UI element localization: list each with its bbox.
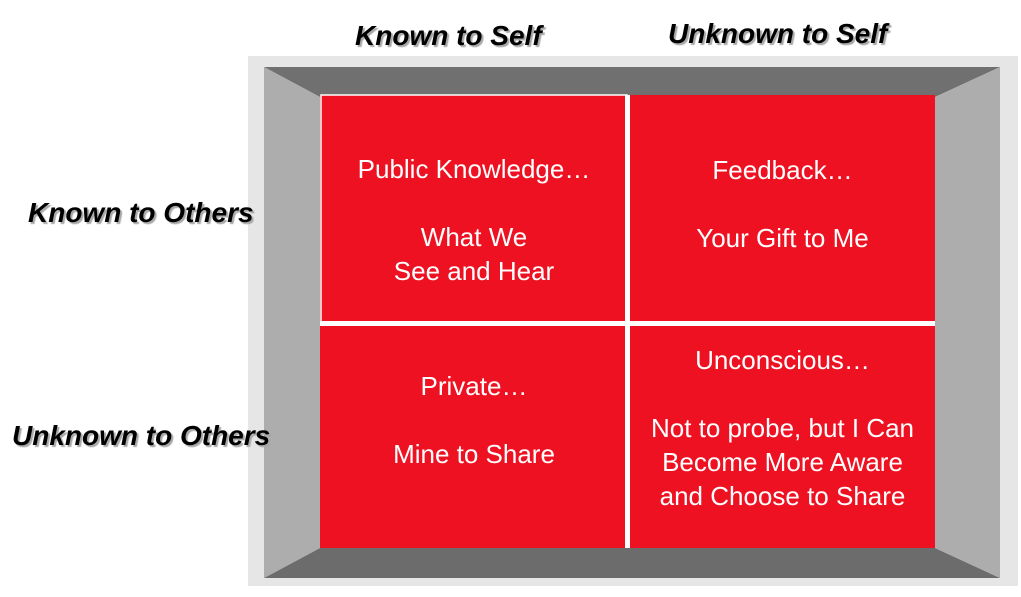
bevel-top [264,67,1000,97]
public-line-2: See and Hear [393,256,555,286]
row-header-known-to-others: Known to Others [28,197,254,228]
unconscious-line-3: and Choose to Share [659,481,906,511]
public-line-1: What We [420,222,528,252]
feedback-line-1: Your Gift to Me [696,223,869,253]
bevel-right [935,67,1000,578]
column-header-known-to-self: Known to Self [355,20,542,51]
quadrant-public [320,95,626,323]
private-title: Private… [420,371,528,401]
private-text: Private… Mine to Share [322,369,626,471]
private-line-1: Mine to Share [393,439,555,469]
unconscious-line-1: Not to probe, but I Can [650,413,915,443]
quadrant-private [320,326,626,548]
quadrant-unconscious [630,326,935,548]
unconscious-text: Unconscious… Not to probe, but I Can Bec… [630,343,935,513]
bevel-left [264,67,320,578]
feedback-text: Feedback… Your Gift to Me [630,153,935,255]
public-title: Public Knowledge… [357,154,591,184]
divider-horizontal [320,321,935,326]
bevel-bottom [264,548,1000,578]
feedback-title: Feedback… [712,155,853,185]
unconscious-title: Unconscious… [695,345,870,375]
quadrant-feedback [630,95,935,323]
unconscious-line-2: Become More Aware [662,447,903,477]
column-header-unknown-to-self: Unknown to Self [668,18,888,49]
public-text: Public Knowledge… What We See and Hear [322,152,626,288]
row-header-unknown-to-others: Unknown to Others [12,420,271,451]
